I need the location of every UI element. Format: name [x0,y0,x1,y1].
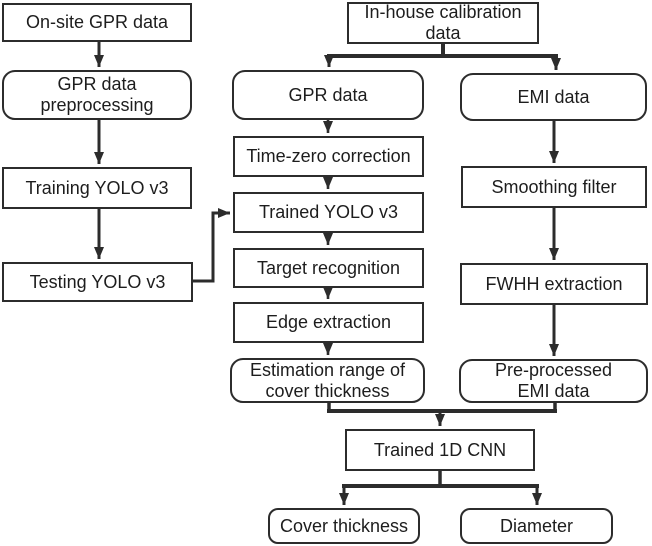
arrow-testing-to-trained [193,208,230,283]
node-label: GPR data [288,84,368,105]
node-testing-yolo-v3: Testing YOLO v3 [2,262,193,302]
node-label: EMI data [517,86,590,107]
node-label: Trained YOLO v3 [258,202,399,223]
node-gpr-data-preprocessing: GPR data preprocessing [2,70,192,120]
node-trained-yolo-v3: Trained YOLO v3 [233,192,424,233]
node-label: Diameter [499,515,574,536]
node-gpr-data: GPR data [232,70,424,120]
node-label: Cover thickness [279,515,409,536]
node-edge-extraction: Edge extraction [233,302,424,343]
node-label: In-house calibration data [364,2,522,43]
node-label: Testing YOLO v3 [29,271,166,292]
node-trained-1d-cnn: Trained 1D CNN [345,429,535,471]
node-label: Trained 1D CNN [373,439,507,460]
node-cover-thickness: Cover thickness [268,508,420,544]
node-smoothing-filter: Smoothing filter [461,166,647,208]
node-fwhh-extraction: FWHH extraction [460,263,648,305]
node-label: Smoothing filter [491,176,617,197]
node-label: Target recognition [256,257,401,278]
node-inhouse-calibration-data: In-house calibration data [347,2,539,44]
node-emi-data: EMI data [460,73,647,121]
node-label: On-site GPR data [25,12,169,33]
node-target-recognition: Target recognition [233,248,424,288]
node-time-zero-correction: Time-zero correction [233,136,424,177]
node-preprocessed-emi-data: Pre-processed EMI data [459,359,648,403]
node-label: GPR data preprocessing [40,74,154,115]
node-onsite-gpr-data: On-site GPR data [2,3,192,42]
node-estimation-range: Estimation range of cover thickness [230,358,425,403]
node-diameter: Diameter [460,508,613,544]
node-label: Estimation range of cover thickness [249,359,406,401]
node-label: Pre-processed EMI data [494,360,613,401]
node-label: Edge extraction [265,312,392,333]
node-label: FWHH extraction [485,273,623,294]
node-label: Time-zero correction [246,146,411,167]
node-label: Training YOLO v3 [25,177,169,198]
node-training-yolo-v3: Training YOLO v3 [2,167,192,209]
